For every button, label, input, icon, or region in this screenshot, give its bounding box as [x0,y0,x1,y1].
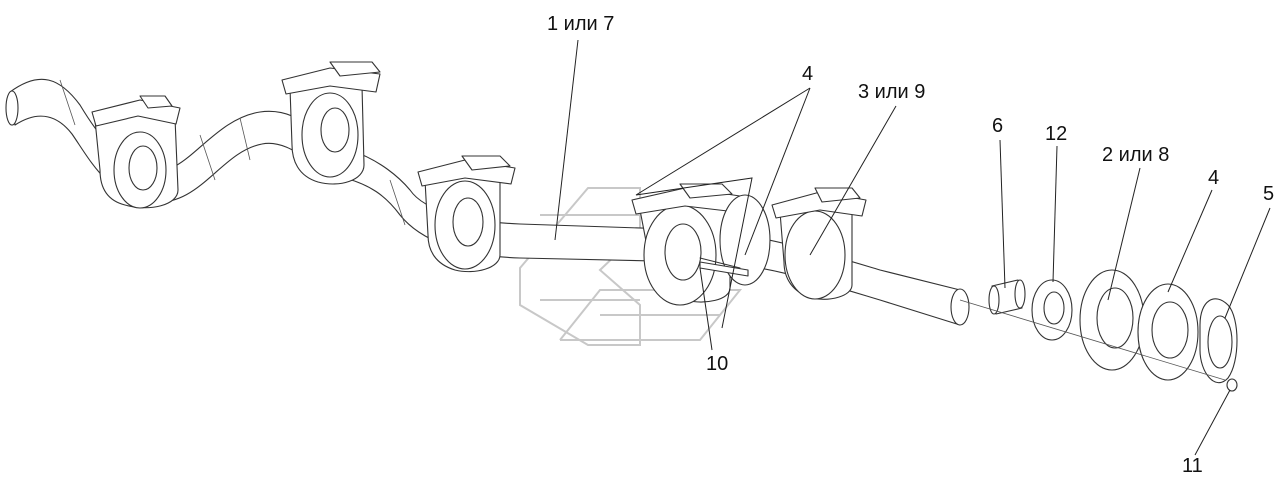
bearing-housing-1 [91,95,181,209]
part-11-bolt [1226,378,1238,392]
part-10-pin [699,261,749,277]
callout-10: 10 [706,353,729,375]
part-6-sleeve [988,279,1026,315]
part-4-cover [1137,283,1199,381]
bearing-housing-3 [417,155,516,273]
bearing-housing-4 [631,183,771,306]
part-12-bearing [1031,279,1073,341]
callout-2-or-8: 2 или 8 [1102,144,1170,166]
main-shaft [5,78,970,326]
callout-4-lower: 4 [1208,167,1220,189]
assembly-axis [959,299,1226,381]
callout-3-or-9: 3 или 9 [858,81,926,103]
leader-lines [554,39,1271,456]
callout-6: 6 [992,115,1004,137]
callout-4-upper: 4 [802,63,814,85]
part-5-gasket [1199,298,1238,384]
bearing-housing-5 [771,187,867,300]
callout-12: 12 [1045,123,1068,145]
bearing-housing-2 [281,61,381,185]
callout-1-or-7: 1 или 7 [547,13,615,35]
callout-5: 5 [1263,183,1275,205]
callout-11: 11 [1182,455,1203,477]
